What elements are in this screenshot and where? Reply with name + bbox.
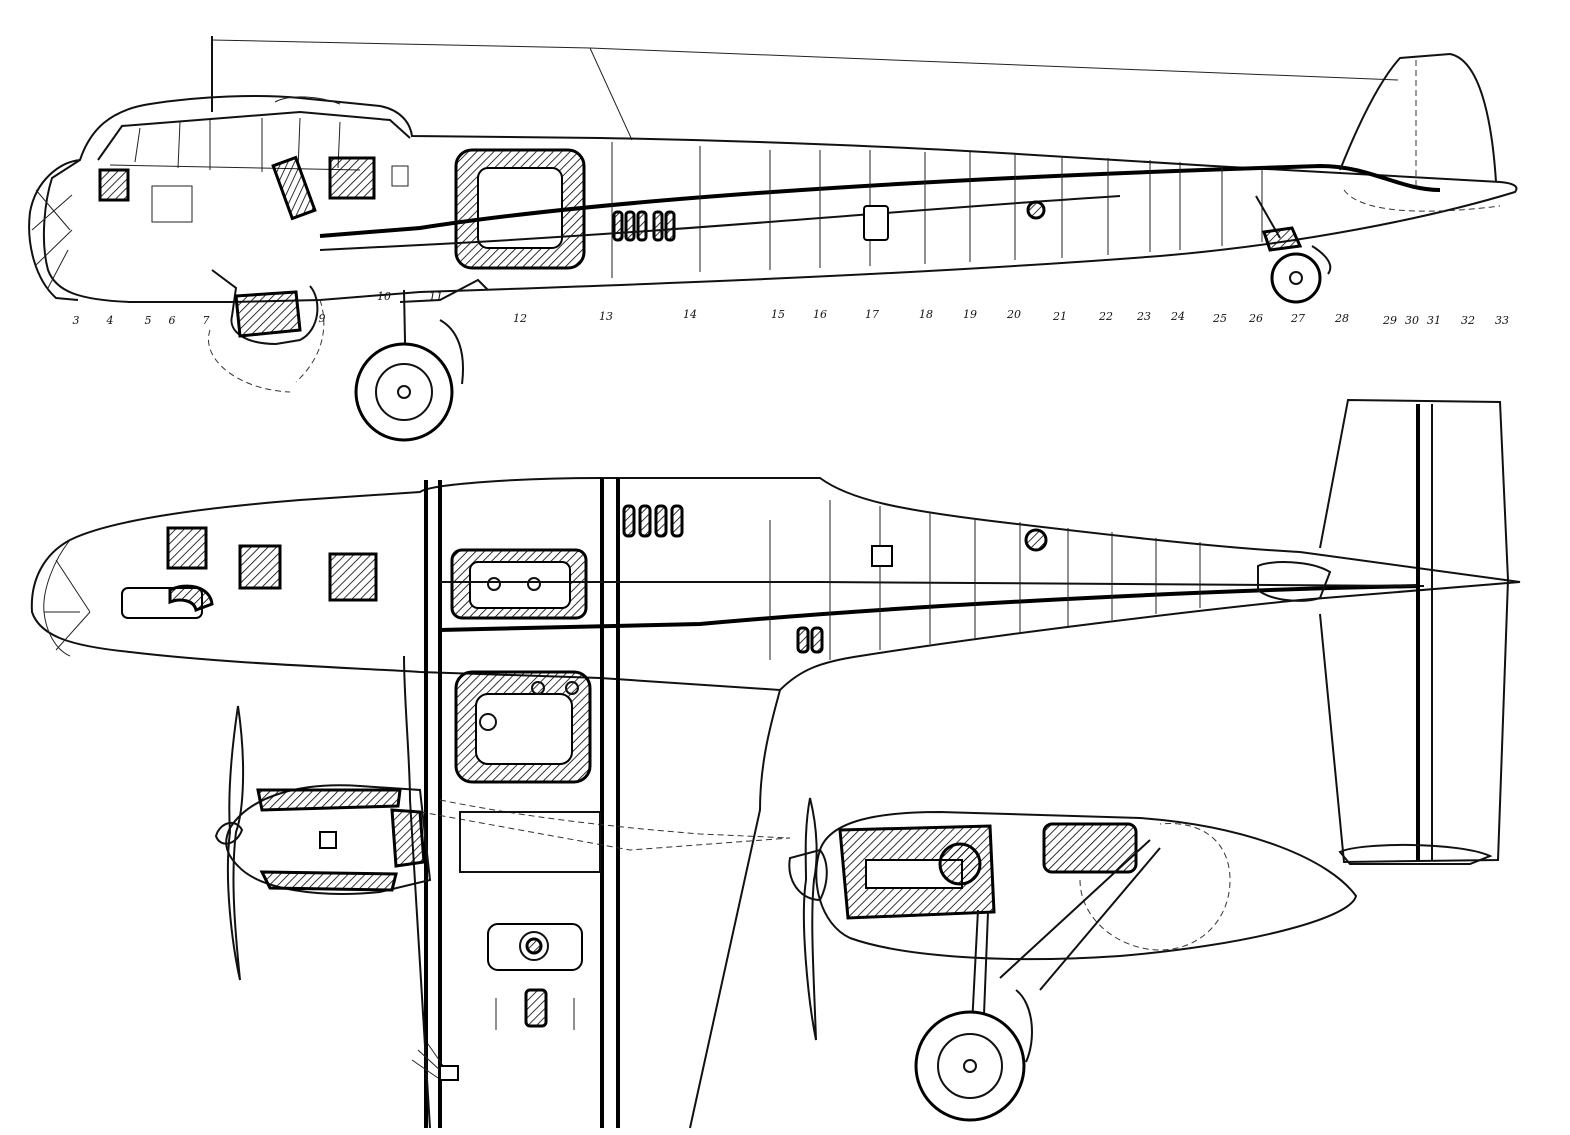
frame-station-label: 10 (377, 290, 391, 303)
plan-equipment (121, 526, 378, 619)
frame-station-label: 14 (683, 308, 697, 321)
frame-station-label: 27 (1290, 312, 1305, 325)
canopy (97, 110, 411, 161)
main-wheel-side (354, 342, 454, 442)
frame-station-label: 6 (169, 314, 176, 327)
frame-station-label: 4 (106, 314, 114, 327)
mudguard (439, 319, 464, 385)
plan-fuselage-outline (30, 477, 1521, 692)
frame-station-label: 18 (919, 308, 933, 321)
frame-station-label: 28 (1334, 312, 1349, 325)
ventral-gondola (211, 269, 319, 346)
engine-side-view (788, 797, 1358, 1122)
tail-wheel (1270, 252, 1322, 304)
glazed-nose (28, 159, 81, 301)
nose-equipment (98, 168, 130, 202)
frame-station-label: 22 (1098, 310, 1113, 323)
frame-station-label: 24 (1170, 310, 1185, 323)
crew-seat (271, 155, 317, 221)
side-fuselage-outline (42, 95, 1518, 303)
frame-station-label: 20 (1006, 308, 1021, 321)
propeller-plan (226, 705, 245, 981)
oxygen-bottles-plan (622, 504, 824, 654)
main-wheel-engine-view (914, 1010, 1026, 1122)
antenna-wire (211, 39, 1399, 81)
frame-station-label: 30 (1405, 314, 1419, 327)
frame-station-label: 5 (145, 314, 152, 327)
oil-tank (1042, 822, 1138, 874)
frame-station-label: 21 (1052, 310, 1067, 323)
frame-station-label: 13 (599, 310, 613, 323)
frame-station-label: 17 (865, 308, 879, 321)
engine-nacelle-side (815, 810, 1358, 961)
frame-station-label: 23 (1136, 310, 1151, 323)
tailplane (1319, 398, 1510, 864)
propeller-side (802, 797, 818, 1041)
frame-station-label: 29 (1382, 314, 1397, 327)
frame-station-label: 33 (1495, 314, 1509, 327)
oxygen-bottles-side (612, 210, 676, 242)
plan-view (30, 398, 1521, 1129)
frame-station-label: 19 (963, 308, 977, 321)
frame-station-label: 31 (1427, 314, 1441, 327)
radio-rack (328, 156, 376, 200)
frame-station-label: 25 (1212, 312, 1227, 325)
frame-station-label: 9 (319, 312, 326, 325)
frame-station-label: 12 (513, 312, 527, 325)
wing-plan (403, 655, 781, 1129)
control-rod (319, 163, 1441, 238)
frame-station-label: 3 (73, 314, 80, 327)
frame-station-labels: 3 4 5 6 7 9 10 11 12 13 14 15 16 17 18 19 20 21 22 23 24 25 26… (73, 290, 1510, 327)
frame-station-label: 7 (203, 314, 210, 327)
side-view: 3 4 5 6 7 9 10 11 12 13 14 15 16 17 18 19 20 21 22 23 24 25 26… (28, 36, 1518, 442)
frame-station-label: 16 (813, 308, 827, 321)
frame-station-label: 15 (771, 308, 785, 321)
frame-station-label: 11 (429, 290, 443, 303)
tail-fin-side (1339, 52, 1497, 183)
frame-station-label: 26 (1248, 312, 1263, 325)
frame-station-label: 32 (1461, 314, 1475, 327)
